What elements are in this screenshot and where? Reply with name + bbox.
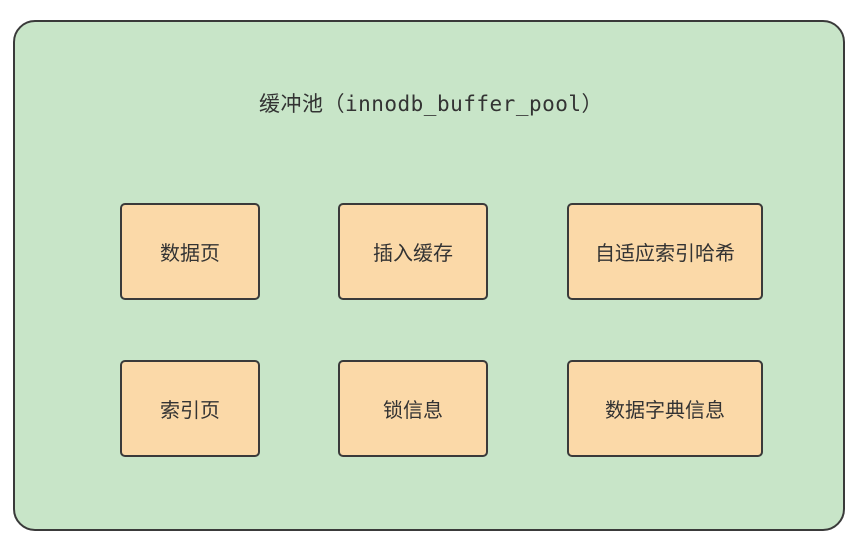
data-dictionary-info-label: 数据字典信息 — [605, 398, 725, 422]
data-dictionary-info-box: 数据字典信息 — [567, 360, 763, 457]
lock-info-box: 锁信息 — [338, 360, 488, 457]
buffer-pool-title: 缓冲池（innodb_buffer_pool） — [258, 92, 604, 116]
index-page-label: 索引页 — [160, 398, 220, 422]
adaptive-hash-index-box: 自适应索引哈希 — [567, 203, 763, 300]
adaptive-hash-index-label: 自适应索引哈希 — [595, 241, 735, 265]
insert-buffer-box: 插入缓存 — [338, 203, 488, 300]
index-page-box: 索引页 — [120, 360, 260, 457]
data-page-box: 数据页 — [120, 203, 260, 300]
data-page-label: 数据页 — [160, 241, 220, 265]
lock-info-label: 锁信息 — [383, 398, 443, 422]
insert-buffer-label: 插入缓存 — [373, 241, 453, 265]
